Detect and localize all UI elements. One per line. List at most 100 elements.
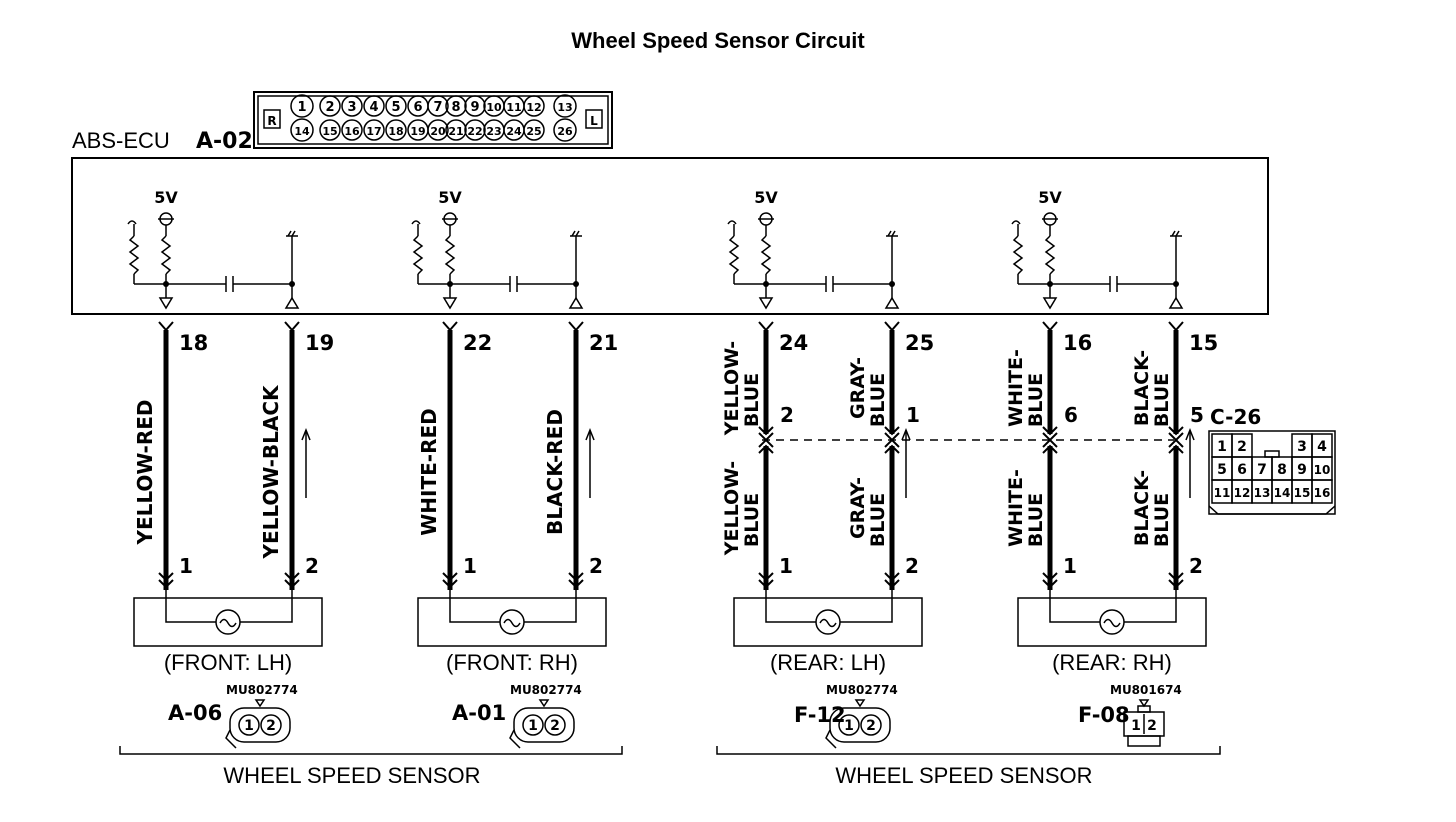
ecu-pin-number: 16 — [344, 125, 360, 138]
ecu-pin-circle — [290, 118, 314, 142]
junction-pin-number: 5 — [1217, 462, 1227, 478]
wire-color-label: BLACK-RED — [543, 409, 567, 535]
sensor-pin-label: 1 — [779, 554, 793, 578]
sensor-body — [733, 597, 923, 647]
junction-pin-number: 9 — [1297, 462, 1307, 478]
ecu-pin-number: 3 — [347, 100, 356, 115]
ecu-pin-number: 6 — [413, 100, 422, 115]
ecu-input-arrow — [158, 297, 174, 310]
wire-color-label: GRAY- — [847, 357, 869, 419]
ecu-output-arrow — [284, 296, 300, 309]
ecu-pin-label: 24 — [779, 331, 808, 355]
sensor-position-label: (FRONT: RH) — [446, 650, 578, 675]
ecu-pin-terminal — [284, 321, 300, 332]
ecu-pin-number: 21 — [448, 125, 463, 138]
connector-part-number: MU802774 — [226, 683, 298, 697]
junction-connector-id: C-26 — [1210, 405, 1261, 429]
connector-pin-number: 1 — [528, 718, 538, 734]
sensor-coil-symbol — [1099, 609, 1125, 635]
ecu-pin-terminal — [884, 321, 900, 332]
ecu-internal-circuit: 5V — [127, 188, 300, 310]
ecu-pin-number: 18 — [388, 125, 403, 138]
diagram-title: Wheel Speed Sensor Circuit — [571, 28, 865, 53]
ecu-pin-circle — [553, 94, 577, 118]
sensor-channel: 166WHITE-BLUEWHITE-BLUE1155BLACK-BLUEBLA… — [1005, 321, 1218, 747]
ecu-pin-terminal — [158, 321, 174, 332]
ecu-label: ABS-ECU — [72, 128, 170, 153]
ecu-pin-number: 17 — [366, 125, 381, 138]
pullup-resistor — [444, 235, 456, 275]
ecu-pin-terminal — [1042, 321, 1058, 332]
wire-color-label: BLACK- — [1131, 350, 1153, 426]
ecu-pin-label: 16 — [1063, 331, 1092, 355]
sensor-connector-id: F-12 — [794, 703, 846, 727]
sensor-pin-label: 2 — [1189, 554, 1203, 578]
ecu-pin-circle — [319, 95, 341, 117]
ecu-pin-circle — [341, 95, 363, 117]
ecu-internal-circuit: 5V — [411, 188, 584, 310]
junction-pin-label: 2 — [780, 403, 794, 427]
ecu-pin-circle — [427, 95, 449, 117]
wire-color-label: YELLOW-BLACK — [259, 384, 283, 560]
connector-part-number: MU802774 — [510, 683, 582, 697]
ecu-pin-number: 13 — [557, 101, 572, 114]
ecu-pin-terminal — [758, 321, 774, 332]
connector-pin-number: 1 — [1131, 718, 1141, 734]
sensor-pin-label: 2 — [905, 554, 919, 578]
ecu-pin-number: 22 — [467, 125, 482, 138]
sensor-pin-label: 1 — [463, 554, 477, 578]
sensor-pin-label: 2 — [589, 554, 603, 578]
ecu-pin-circle — [445, 119, 467, 141]
wire-color-label: BLUE — [1151, 373, 1173, 427]
ecu-input-arrow — [1042, 297, 1058, 310]
pullup-resistor — [760, 235, 772, 275]
ecu-pin-number: 20 — [430, 125, 446, 138]
ecu-pin-circle — [319, 119, 341, 141]
ecu-pin-label: 22 — [463, 331, 492, 355]
ecu-pin-number: 8 — [451, 100, 460, 115]
sensor-coil-symbol — [815, 609, 841, 635]
wire-color-label: WHITE-RED — [417, 408, 441, 536]
ecu-pin-number: 19 — [410, 125, 425, 138]
sensor-body — [417, 597, 607, 647]
sensor-connector-face — [829, 707, 891, 743]
ecu-pin-number: 14 — [294, 125, 310, 138]
sensor-position-label: (REAR: RH) — [1052, 650, 1172, 675]
junction-pin-label: 1 — [906, 403, 920, 427]
ecu-input-arrow — [758, 297, 774, 310]
ecu-pin-number: 12 — [526, 101, 541, 114]
ecu-pin-circle — [464, 119, 486, 141]
sensor-connector-id: A-01 — [452, 701, 506, 725]
ecu-connector-id: A-02 — [196, 129, 253, 154]
ecu-pin-circle — [385, 119, 407, 141]
bias-resistor — [1012, 235, 1024, 275]
sensor-pin-label: 1 — [1063, 554, 1077, 578]
junction-pin-number: 1 — [1217, 439, 1227, 455]
ecu-pin-circle — [363, 119, 385, 141]
wire-color-label: BLUE — [867, 493, 889, 547]
connector-pin-number: 2 — [866, 718, 876, 734]
sensor-connector-face — [229, 707, 291, 743]
connector-part-number: MU802774 — [826, 683, 898, 697]
ecu-pin-label: 19 — [305, 331, 334, 355]
ecu-pin-circle — [290, 94, 314, 118]
ecu-pin-number: 23 — [486, 125, 501, 138]
ecu-pin-number: 1 — [297, 100, 306, 115]
ecu-pin-circle — [553, 118, 577, 142]
ecu-output-arrow — [1168, 296, 1184, 309]
junction-pin-number: 4 — [1317, 439, 1327, 455]
ecu-pin-number: 10 — [486, 101, 502, 114]
connector-pin-number: 2 — [550, 718, 560, 734]
junction-pin-number: 12 — [1234, 486, 1251, 500]
junction-pin-number: 14 — [1274, 486, 1291, 500]
sensor-channel: 242YELLOW-BLUEYELLOW-BLUE1251GRAY-BLUEGR… — [721, 321, 934, 749]
supply-label: 5V — [754, 188, 778, 207]
sensor-connector-id: A-06 — [168, 701, 222, 725]
